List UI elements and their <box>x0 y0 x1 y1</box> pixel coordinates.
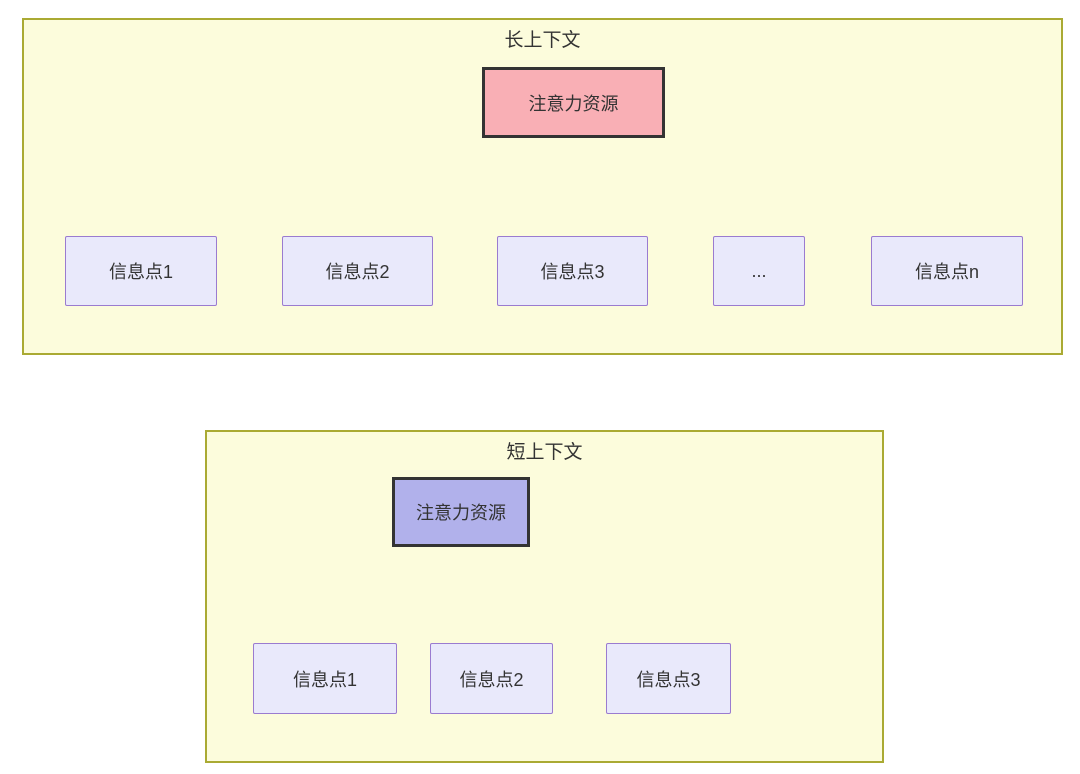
short-info-point-2-label: 信息点2 <box>459 669 524 690</box>
long-info-point-3-label: 信息点3 <box>540 262 605 282</box>
short-context-panel-title: 短上下文 <box>506 442 583 463</box>
long-info-point-1-label: 信息点1 <box>108 262 173 282</box>
long-info-point-2-node: 信息点2 <box>282 236 433 306</box>
long-info-point-n-node: 信息点n <box>871 236 1023 306</box>
long-info-point-1-node: 信息点1 <box>65 236 217 306</box>
long-attention-resource-node: 注意力资源 <box>482 67 665 138</box>
short-attention-resource-node: 注意力资源 <box>392 477 530 547</box>
long-context-panel-title: 长上下文 <box>504 30 581 51</box>
long-info-point-ellipsis-label: ... <box>751 260 767 281</box>
short-info-point-3-node: 信息点3 <box>606 643 731 714</box>
short-info-point-1-node: 信息点1 <box>253 643 397 714</box>
short-info-point-1-label: 信息点1 <box>292 669 357 690</box>
long-info-point-2-label: 信息点2 <box>325 262 390 282</box>
short-info-point-2-node: 信息点2 <box>430 643 553 714</box>
long-info-point-ellipsis-node: ... <box>713 236 805 306</box>
long-info-point-3-node: 信息点3 <box>497 236 648 306</box>
short-info-point-3-label: 信息点3 <box>636 669 701 690</box>
long-info-point-n-label: 信息点n <box>914 262 979 282</box>
short-attention-resource-label: 注意力资源 <box>416 503 506 523</box>
long-attention-resource-label: 注意力资源 <box>528 93 619 114</box>
